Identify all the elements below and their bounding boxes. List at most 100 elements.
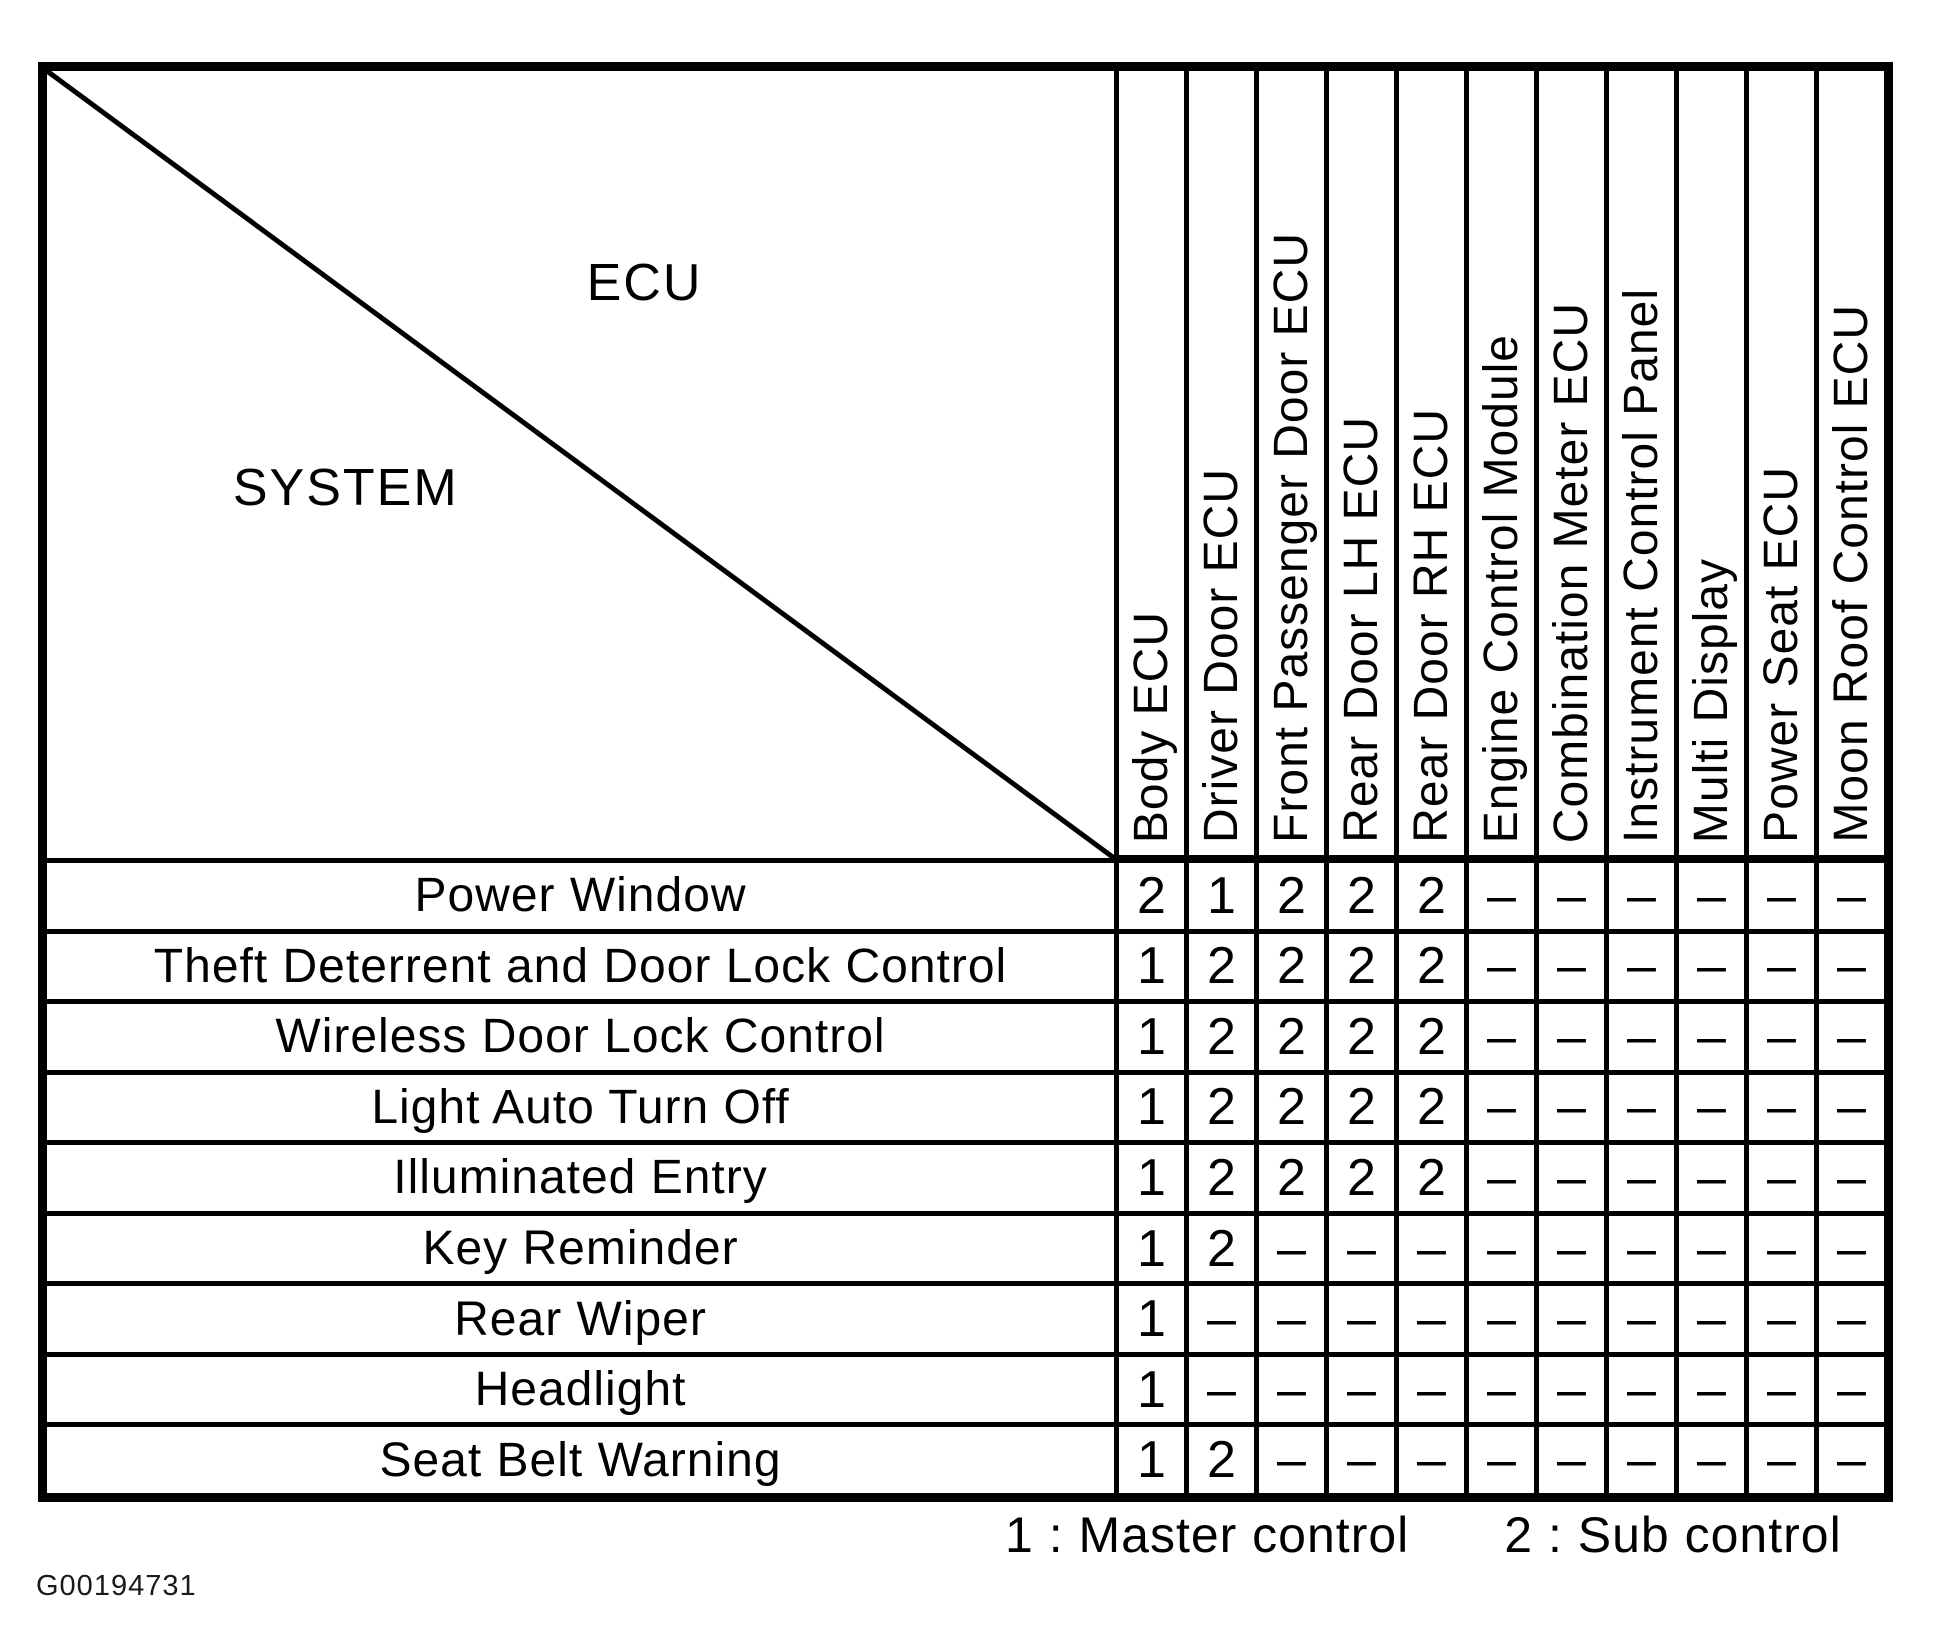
matrix-cell-wireless-door-lock-control-instrument-control-panel: – bbox=[1604, 999, 1674, 1070]
matrix-cell-wireless-door-lock-control-power-seat-ecu: – bbox=[1744, 999, 1814, 1070]
row-label-illuminated-entry: Illuminated Entry bbox=[47, 1140, 1114, 1211]
column-header-front-passenger-door-ecu: Front Passenger Door ECU bbox=[1254, 71, 1324, 858]
matrix-cell-rear-wiper-engine-control-module: – bbox=[1464, 1281, 1534, 1352]
matrix-cell-seat-belt-warning-multi-display: – bbox=[1674, 1422, 1744, 1493]
matrix-cell-power-window-moon-roof-control-ecu: – bbox=[1814, 858, 1884, 929]
column-header-driver-door-ecu-label: Driver Door ECU bbox=[1194, 467, 1248, 843]
matrix-cell-wireless-door-lock-control-moon-roof-control-ecu: – bbox=[1814, 999, 1884, 1070]
matrix-cell-headlight-combination-meter-ecu: – bbox=[1534, 1351, 1604, 1423]
matrix-cell-wireless-door-lock-control-rear-door-rh-ecu: 2 bbox=[1394, 999, 1464, 1070]
matrix-cell-illuminated-entry-driver-door-ecu: 2 bbox=[1184, 1140, 1254, 1211]
column-header-multi-display: Multi Display bbox=[1674, 71, 1744, 858]
matrix-cell-theft-deterrent-and-door-lock-control-combination-meter-ecu: – bbox=[1534, 928, 1604, 1000]
matrix-cell-key-reminder-front-passenger-door-ecu: – bbox=[1254, 1210, 1324, 1282]
matrix-cell-headlight-multi-display: – bbox=[1674, 1351, 1744, 1423]
matrix-cell-power-window-instrument-control-panel: – bbox=[1604, 858, 1674, 929]
matrix-cell-theft-deterrent-and-door-lock-control-front-passenger-door-ecu: 2 bbox=[1254, 928, 1324, 1000]
column-header-driver-door-ecu: Driver Door ECU bbox=[1184, 71, 1254, 858]
matrix-cell-rear-wiper-combination-meter-ecu: – bbox=[1534, 1281, 1604, 1352]
matrix-cell-light-auto-turn-off-body-ecu: 1 bbox=[1114, 1069, 1184, 1141]
matrix-cell-seat-belt-warning-rear-door-lh-ecu: – bbox=[1324, 1422, 1394, 1493]
matrix-cell-theft-deterrent-and-door-lock-control-driver-door-ecu: 2 bbox=[1184, 928, 1254, 1000]
matrix-cell-theft-deterrent-and-door-lock-control-rear-door-lh-ecu: 2 bbox=[1324, 928, 1394, 1000]
column-header-power-seat-ecu-label: Power Seat ECU bbox=[1754, 466, 1808, 843]
matrix-cell-theft-deterrent-and-door-lock-control-moon-roof-control-ecu: – bbox=[1814, 928, 1884, 1000]
matrix-cell-light-auto-turn-off-engine-control-module: – bbox=[1464, 1069, 1534, 1141]
column-header-rear-door-lh-ecu-label: Rear Door LH ECU bbox=[1334, 416, 1388, 843]
matrix-cell-illuminated-entry-moon-roof-control-ecu: – bbox=[1814, 1140, 1884, 1211]
matrix-cell-theft-deterrent-and-door-lock-control-power-seat-ecu: – bbox=[1744, 928, 1814, 1000]
figure-id: G00194731 bbox=[36, 1570, 197, 1602]
row-label-light-auto-turn-off: Light Auto Turn Off bbox=[47, 1069, 1114, 1141]
column-header-moon-roof-control-ecu: Moon Roof Control ECU bbox=[1814, 71, 1884, 858]
matrix-cell-illuminated-entry-multi-display: – bbox=[1674, 1140, 1744, 1211]
column-header-combination-meter-ecu: Combination Meter ECU bbox=[1534, 71, 1604, 858]
corner-label-system: SYSTEM bbox=[232, 459, 459, 518]
matrix-cell-wireless-door-lock-control-front-passenger-door-ecu: 2 bbox=[1254, 999, 1324, 1070]
matrix-cell-wireless-door-lock-control-engine-control-module: – bbox=[1464, 999, 1534, 1070]
matrix-cell-illuminated-entry-rear-door-rh-ecu: 2 bbox=[1394, 1140, 1464, 1211]
matrix-cell-illuminated-entry-power-seat-ecu: – bbox=[1744, 1140, 1814, 1211]
matrix-cell-illuminated-entry-instrument-control-panel: – bbox=[1604, 1140, 1674, 1211]
matrix-cell-headlight-instrument-control-panel: – bbox=[1604, 1351, 1674, 1423]
matrix-cell-rear-wiper-power-seat-ecu: – bbox=[1744, 1281, 1814, 1352]
row-label-rear-wiper: Rear Wiper bbox=[47, 1281, 1114, 1352]
column-header-body-ecu: Body ECU bbox=[1114, 71, 1184, 858]
matrix-cell-power-window-multi-display: – bbox=[1674, 858, 1744, 929]
matrix-cell-rear-wiper-multi-display: – bbox=[1674, 1281, 1744, 1352]
matrix-cell-wireless-door-lock-control-body-ecu: 1 bbox=[1114, 999, 1184, 1070]
column-header-rear-door-lh-ecu: Rear Door LH ECU bbox=[1324, 71, 1394, 858]
matrix-cell-rear-wiper-rear-door-lh-ecu: – bbox=[1324, 1281, 1394, 1352]
legend-master-control: 1 : Master control bbox=[1005, 1507, 1410, 1563]
row-label-wireless-door-lock-control: Wireless Door Lock Control bbox=[47, 999, 1114, 1070]
matrix-cell-key-reminder-body-ecu: 1 bbox=[1114, 1210, 1184, 1282]
row-label-key-reminder: Key Reminder bbox=[47, 1210, 1114, 1282]
matrix-cell-seat-belt-warning-body-ecu: 1 bbox=[1114, 1422, 1184, 1493]
matrix-cell-theft-deterrent-and-door-lock-control-body-ecu: 1 bbox=[1114, 928, 1184, 1000]
row-label-seat-belt-warning: Seat Belt Warning bbox=[47, 1422, 1114, 1493]
matrix-cell-light-auto-turn-off-combination-meter-ecu: – bbox=[1534, 1069, 1604, 1141]
matrix-cell-headlight-body-ecu: 1 bbox=[1114, 1351, 1184, 1423]
matrix-cell-rear-wiper-driver-door-ecu: – bbox=[1184, 1281, 1254, 1352]
matrix-cell-power-window-engine-control-module: – bbox=[1464, 858, 1534, 929]
matrix-cell-power-window-rear-door-lh-ecu: 2 bbox=[1324, 858, 1394, 929]
matrix-cell-wireless-door-lock-control-multi-display: – bbox=[1674, 999, 1744, 1070]
matrix-cell-seat-belt-warning-instrument-control-panel: – bbox=[1604, 1422, 1674, 1493]
column-header-engine-control-module-label: Engine Control Module bbox=[1474, 333, 1528, 843]
matrix-cell-wireless-door-lock-control-rear-door-lh-ecu: 2 bbox=[1324, 999, 1394, 1070]
column-header-power-seat-ecu: Power Seat ECU bbox=[1744, 71, 1814, 858]
matrix-cell-headlight-power-seat-ecu: – bbox=[1744, 1351, 1814, 1423]
matrix-cell-light-auto-turn-off-moon-roof-control-ecu: – bbox=[1814, 1069, 1884, 1141]
matrix-cell-theft-deterrent-and-door-lock-control-rear-door-rh-ecu: 2 bbox=[1394, 928, 1464, 1000]
matrix-cell-seat-belt-warning-moon-roof-control-ecu: – bbox=[1814, 1422, 1884, 1493]
column-header-engine-control-module: Engine Control Module bbox=[1464, 71, 1534, 858]
matrix-cell-key-reminder-rear-door-lh-ecu: – bbox=[1324, 1210, 1394, 1282]
matrix-cell-seat-belt-warning-combination-meter-ecu: – bbox=[1534, 1422, 1604, 1493]
matrix-cell-seat-belt-warning-power-seat-ecu: – bbox=[1744, 1422, 1814, 1493]
legend-sub-control: 2 : Sub control bbox=[1504, 1507, 1842, 1563]
matrix-cell-light-auto-turn-off-front-passenger-door-ecu: 2 bbox=[1254, 1069, 1324, 1141]
matrix-cell-power-window-combination-meter-ecu: – bbox=[1534, 858, 1604, 929]
matrix-cell-light-auto-turn-off-rear-door-lh-ecu: 2 bbox=[1324, 1069, 1394, 1141]
column-header-combination-meter-ecu-label: Combination Meter ECU bbox=[1544, 301, 1598, 843]
matrix-cell-key-reminder-moon-roof-control-ecu: – bbox=[1814, 1210, 1884, 1282]
column-header-moon-roof-control-ecu-label: Moon Roof Control ECU bbox=[1824, 304, 1878, 843]
matrix-cell-illuminated-entry-body-ecu: 1 bbox=[1114, 1140, 1184, 1211]
matrix-cell-theft-deterrent-and-door-lock-control-multi-display: – bbox=[1674, 928, 1744, 1000]
matrix-cell-rear-wiper-front-passenger-door-ecu: – bbox=[1254, 1281, 1324, 1352]
matrix-cell-wireless-door-lock-control-combination-meter-ecu: – bbox=[1534, 999, 1604, 1070]
column-header-front-passenger-door-ecu-label: Front Passenger Door ECU bbox=[1264, 232, 1318, 843]
matrix-cell-rear-wiper-rear-door-rh-ecu: – bbox=[1394, 1281, 1464, 1352]
column-header-instrument-control-panel: Instrument Control Panel bbox=[1604, 71, 1674, 858]
matrix-cell-headlight-rear-door-lh-ecu: – bbox=[1324, 1351, 1394, 1423]
row-label-theft-deterrent-and-door-lock-control: Theft Deterrent and Door Lock Control bbox=[47, 928, 1114, 1000]
diagonal-header-cell: ECU SYSTEM bbox=[47, 71, 1114, 858]
matrix-cell-light-auto-turn-off-instrument-control-panel: – bbox=[1604, 1069, 1674, 1141]
matrix-cell-illuminated-entry-engine-control-module: – bbox=[1464, 1140, 1534, 1211]
matrix-cell-key-reminder-combination-meter-ecu: – bbox=[1534, 1210, 1604, 1282]
matrix-cell-theft-deterrent-and-door-lock-control-engine-control-module: – bbox=[1464, 928, 1534, 1000]
column-header-instrument-control-panel-label: Instrument Control Panel bbox=[1614, 288, 1668, 843]
